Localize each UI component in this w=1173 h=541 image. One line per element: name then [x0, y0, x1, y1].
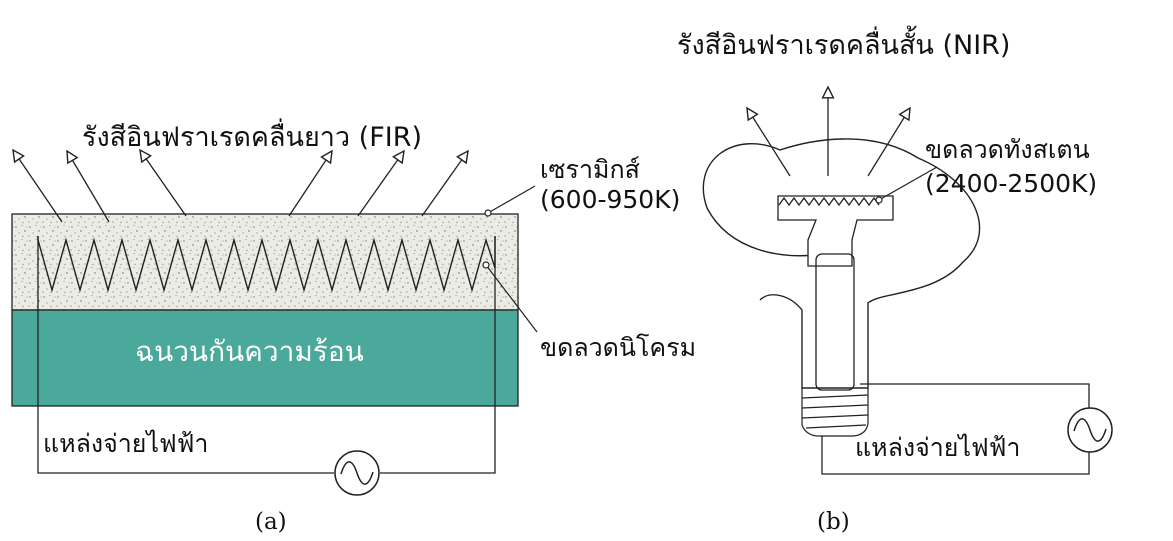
- bulb-glass: [702, 138, 981, 389]
- filament-holder: [777, 195, 894, 267]
- tungsten-filament: [778, 196, 880, 207]
- ceramic-temp: (600-950K): [540, 185, 681, 214]
- ceramic-layer: [11, 213, 519, 311]
- fir-arrow: [140, 150, 187, 217]
- insulation-label: ฉนวนกันความร้อน: [135, 335, 364, 368]
- nichrome-label: ขดลวดนิโครม: [540, 333, 697, 362]
- fir-arrow: [13, 150, 63, 223]
- insulation-block: [11, 309, 519, 407]
- wire-left: [37, 236, 334, 474]
- panel-b: [702, 87, 1113, 475]
- filament-temp: (2400-2500K): [925, 169, 1098, 198]
- screw-base: [801, 388, 869, 437]
- leader-lines-a: [482, 185, 538, 333]
- panel-b-title: รังสีอินฟราเรดคลื่นสั้น (NIR): [677, 30, 1011, 61]
- fir-arrow: [357, 151, 404, 217]
- leader-line-b: [875, 166, 938, 204]
- nir-arrow: [867, 108, 910, 177]
- panel-a: [11, 150, 538, 496]
- power-source-a: [334, 450, 380, 496]
- wire-b-bottom: [821, 436, 1090, 475]
- power-source-b: [1067, 407, 1113, 453]
- nichrome-coil: [37, 236, 496, 293]
- power-label-a: แหล่งจ่ายไฟฟ้า: [43, 429, 209, 458]
- nir-arrows: [747, 87, 910, 177]
- bulb-neck: [815, 253, 855, 391]
- panel-a-title: รังสีอินฟราเรดคลื่นยาว (FIR): [82, 122, 422, 153]
- wire-right: [380, 236, 496, 474]
- power-label-b: แหล่งจ่ายไฟฟ้า: [855, 433, 1021, 462]
- wire-b-top: [860, 383, 1090, 408]
- fir-arrows: [13, 150, 468, 223]
- fir-arrow: [421, 151, 468, 217]
- ceramic-label: เซรามิกส์: [540, 155, 640, 184]
- filament-label: ขดลวดทังสเตน: [925, 135, 1090, 164]
- nir-arrow: [747, 108, 791, 177]
- fir-arrow: [67, 151, 110, 223]
- caption-b: (b): [817, 509, 850, 535]
- caption-a: (a): [255, 509, 287, 535]
- fir-arrow: [288, 151, 332, 217]
